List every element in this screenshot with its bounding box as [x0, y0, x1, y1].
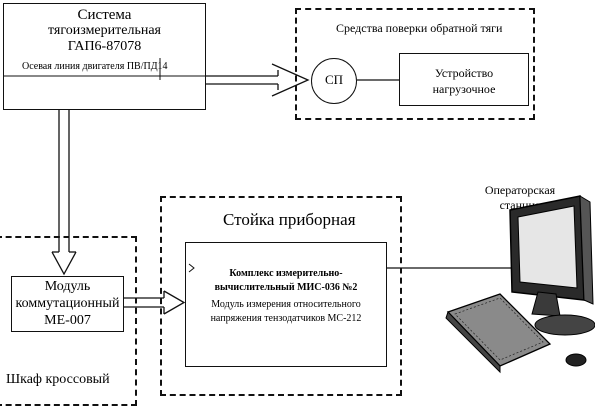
commutation-module-line1: Модуль	[44, 279, 91, 294]
loading-device-line2: нагрузочное	[432, 82, 496, 96]
keyboard-icon	[445, 293, 552, 374]
loading-device-line1: Устройство	[434, 66, 494, 80]
thrust-system-title-line1: Система	[77, 7, 132, 23]
thrust-system-title-line2: тягоизмерительная	[47, 23, 161, 38]
operator-station-line1: Операторская	[484, 183, 556, 197]
mis-036-complex-box	[185, 242, 387, 367]
arrow-gap-to-commutation	[51, 110, 77, 276]
commutation-module-line3: МЕ-007	[44, 313, 91, 328]
commutation-module-line2: коммутационный	[15, 296, 120, 311]
sp-circle	[311, 58, 357, 104]
arrow-commutation-to-complex	[124, 290, 186, 315]
cross-cabinet-title: Шкаф кроссовый	[6, 372, 110, 387]
thrust-system-title-line3: ГАП6-87078	[67, 39, 142, 54]
reverse-thrust-group-title: Средства поверки обратной тяги	[336, 21, 503, 35]
instrument-rack-group	[160, 196, 402, 396]
engine-axis-label: Осевая линия двигателя ПВ/ПД14	[22, 61, 168, 72]
module-ms212-line2: напряжения тензодатчиков МС-212	[210, 313, 362, 324]
sp-label: СП	[324, 72, 344, 87]
module-ms212-line1: Модуль измерения относительного	[211, 299, 361, 310]
mouse-icon	[565, 353, 587, 367]
thrust-measuring-system-box	[3, 3, 206, 110]
complex-line1: Комплекс измерительно-	[229, 268, 343, 279]
instrument-rack-title: Стойка приборная	[223, 210, 356, 229]
arrow-gap-to-sp	[206, 63, 310, 97]
complex-line2: вычислительный МИС-036 №2	[214, 282, 358, 293]
monitor-icon	[509, 195, 595, 336]
loading-device-box	[399, 53, 529, 106]
reverse-thrust-group	[295, 8, 535, 120]
commutation-module-box	[11, 276, 124, 332]
